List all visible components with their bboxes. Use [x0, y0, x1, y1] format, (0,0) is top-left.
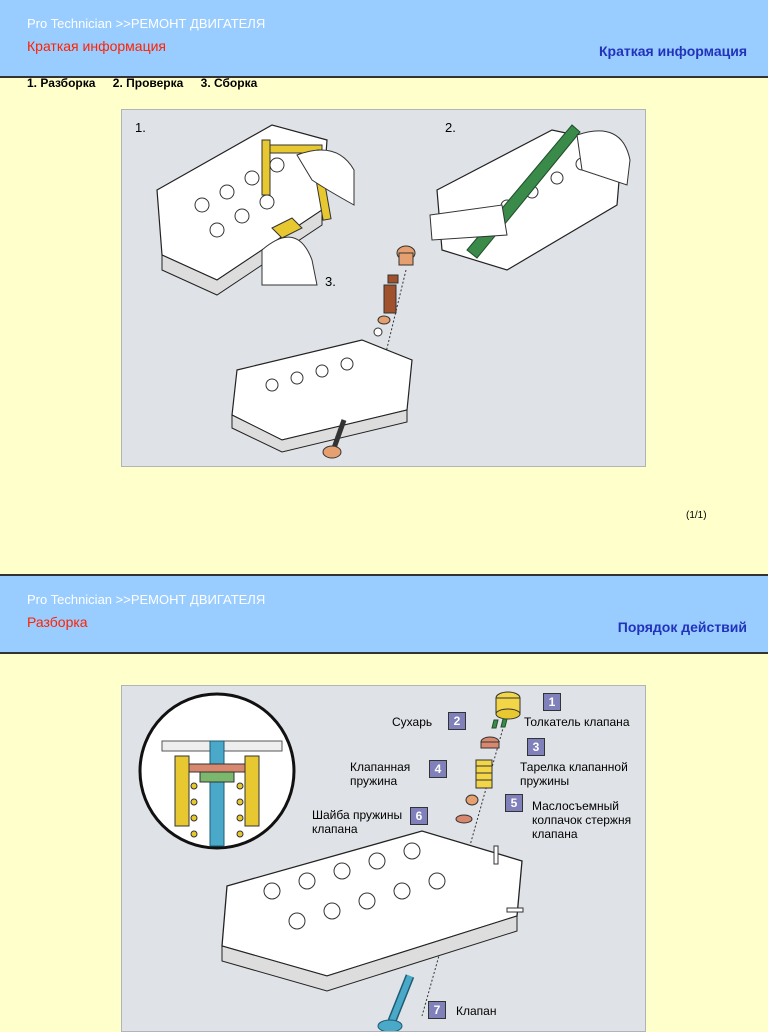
valve-assembly-drawing: [138, 691, 524, 1031]
section1-header: Pro Technician >>РЕМОНТ ДВИГАТЕЛЯ Кратка…: [0, 0, 768, 78]
page-number: (1/1): [686, 510, 707, 521]
callout-5: 5: [505, 794, 523, 812]
valve-drawing: [377, 974, 415, 1031]
disassembly-illustration: 1 Толкатель клапана Сухарь 2 3 Тарелка к…: [121, 685, 646, 1032]
figure3-engine-drawing: [231, 245, 416, 459]
exploded-valve-parts: [421, 691, 521, 1017]
page-title: Разборка: [27, 614, 88, 630]
overview-illustration: 1. 2. 3.: [121, 109, 646, 467]
figure1-engine-drawing: [156, 124, 355, 296]
nav-link-assembly[interactable]: 3. Сборка: [200, 76, 258, 90]
procedure-nav: 1. Разборка 2. Проверка 3. Сборка: [27, 76, 271, 90]
part-label-valve-lifter: Толкатель клапана: [524, 715, 630, 729]
breadcrumb[interactable]: Pro Technician >>РЕМОНТ ДВИГАТЕЛЯ: [27, 592, 266, 607]
callout-6: 6: [410, 807, 428, 825]
callout-4: 4: [429, 760, 447, 778]
part-label-valve-spring: Клапанная пружина: [350, 760, 411, 788]
part-label-spring-seat: Шайба пружины клапана: [312, 808, 403, 836]
nav-link-inspection[interactable]: 2. Проверка: [112, 76, 184, 90]
part-label-spring-retainer: Тарелка клапанной пружины: [520, 760, 628, 788]
breadcrumb[interactable]: Pro Technician >>РЕМОНТ ДВИГАТЕЛЯ: [27, 16, 266, 31]
valve-detail-circle: [138, 692, 296, 850]
figure1-label: 1.: [135, 120, 146, 135]
nav-link-disassembly[interactable]: 1. Разборка: [27, 76, 96, 90]
callout-1: 1: [543, 693, 561, 711]
figure2-engine-drawing: [429, 124, 631, 271]
section-divider: [0, 574, 768, 576]
part-label-retainer-lock: Сухарь: [392, 715, 433, 729]
overview-drawing: [156, 124, 631, 459]
callout-3: 3: [527, 738, 545, 756]
figure2-label: 2.: [445, 120, 456, 135]
section-title-right: Порядок действий: [617, 619, 747, 635]
figure3-label: 3.: [325, 274, 336, 289]
callout-7: 7: [428, 1001, 446, 1019]
part-label-valve-stem-seal: Маслосъемный колпачок стержня клапана: [532, 799, 632, 841]
section2-header: Pro Technician >>РЕМОНТ ДВИГАТЕЛЯ Разбор…: [0, 576, 768, 654]
page-title: Краткая информация: [27, 38, 166, 54]
section-title-right: Краткая информация: [599, 43, 747, 59]
callout-2: 2: [448, 712, 466, 730]
cylinder-head-drawing: [221, 830, 524, 992]
part-label-valve: Клапан: [456, 1004, 497, 1018]
